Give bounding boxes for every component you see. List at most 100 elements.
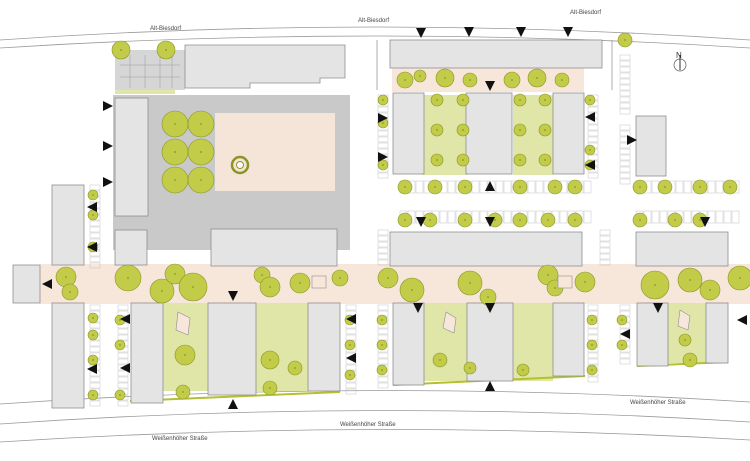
entrance-arrow-icon (485, 381, 495, 391)
parking-stall (599, 253, 611, 260)
tree-trunk-icon (92, 334, 94, 336)
parking-stall (707, 180, 716, 194)
tree-trunk-icon (684, 339, 686, 341)
building-plaza-south (210, 228, 338, 267)
trees (55, 32, 750, 401)
tree-trunk-icon (589, 99, 591, 101)
tree-trunk-icon (591, 344, 593, 346)
parking-stall (619, 178, 631, 185)
tree-trunk-icon (547, 274, 549, 276)
parking-stall (587, 124, 599, 131)
parking-stall (89, 220, 101, 227)
tree-trunk-icon (119, 344, 121, 346)
building-court-c3 (552, 302, 585, 377)
tree-trunk-icon (436, 129, 438, 131)
entrance-arrow-icon (585, 112, 595, 122)
tree-trunk-icon (639, 219, 641, 221)
tree-trunk-icon (519, 99, 521, 101)
tree-trunk-icon (419, 75, 421, 77)
tree-trunk-icon (119, 319, 121, 321)
entrance-arrow-icon (563, 27, 573, 37)
entrance-arrow-icon (378, 152, 388, 162)
parking-stall (495, 180, 504, 194)
parking-stall (587, 304, 599, 311)
building-far-west-north (51, 184, 85, 266)
tree-trunk-icon (429, 219, 431, 221)
tree-trunk-icon (404, 219, 406, 221)
tree-trunk-icon (519, 129, 521, 131)
building-court-a2 (465, 92, 513, 175)
tree-trunk-icon (381, 344, 383, 346)
building-bar-center (389, 231, 583, 267)
tree-trunk-icon (462, 99, 464, 101)
parking-stall (447, 210, 456, 224)
street-label-alt-biesdorf-west: Alt-Biesdorf (150, 26, 181, 32)
parking-stall (559, 210, 568, 224)
parking-stall (715, 180, 724, 194)
entrance-arrow-icon (346, 314, 356, 324)
parking-stall (587, 328, 599, 335)
parking-stall (377, 142, 389, 149)
building-west-plaza (114, 97, 149, 217)
entrance-arrow-icon (103, 101, 113, 111)
tree-trunk-icon (544, 129, 546, 131)
weissenhoeher-curb-outer (0, 429, 750, 443)
parking-stall (117, 400, 129, 407)
parking-stall (599, 247, 611, 254)
entrance-arrow-icon (103, 177, 113, 187)
entrance-arrow-icon (120, 314, 130, 324)
tree-trunk-icon (65, 276, 67, 278)
parking-stall (619, 54, 631, 61)
tree-trunk-icon (462, 129, 464, 131)
building-court-d2 (705, 302, 729, 364)
building-north-plaza (184, 44, 346, 89)
parking-stall (89, 346, 101, 353)
tree-icon (727, 265, 750, 291)
north-label: N (676, 51, 682, 60)
tree-trunk-icon (589, 149, 591, 151)
playground-icon (442, 311, 457, 334)
parking-stall (587, 172, 599, 179)
parking-stall (345, 328, 357, 335)
parking-stall (587, 106, 599, 113)
entrance-arrow-icon (700, 217, 710, 227)
parking-stall (599, 229, 611, 236)
parking-stall (89, 400, 101, 407)
parking-stall (415, 180, 424, 194)
entrance-arrow-icon (87, 242, 97, 252)
seating-icon (557, 275, 573, 289)
tree-trunk-icon (411, 289, 413, 291)
entrance-arrow-icon (416, 28, 426, 38)
parking-stall (659, 210, 668, 224)
street-label-alt-biesdorf-east: Alt-Biesdorf (570, 10, 601, 16)
parking-stall (89, 262, 101, 269)
tree-trunk-icon (654, 284, 656, 286)
tree-trunk-icon (699, 219, 701, 221)
parking-stall (471, 210, 480, 224)
entrance-arrow-icon (485, 217, 495, 227)
tree-trunk-icon (192, 286, 194, 288)
parking-stall (619, 142, 631, 149)
tree-trunk-icon (554, 186, 556, 188)
tree-trunk-icon (92, 359, 94, 361)
tree-trunk-icon (439, 359, 441, 361)
parking-stall (117, 382, 129, 389)
parking-stripes (120, 55, 180, 88)
parking-stall (345, 388, 357, 395)
parking-stall (377, 106, 389, 113)
parking-stall (89, 256, 101, 263)
tree-trunk-icon (200, 151, 202, 153)
parking-stall (619, 352, 631, 359)
tree-trunk-icon (519, 219, 521, 221)
tree-trunk-icon (469, 367, 471, 369)
building-court-a1 (392, 92, 425, 175)
playground-icons (175, 275, 691, 336)
tree-trunk-icon (381, 369, 383, 371)
tree-trunk-icon (269, 286, 271, 288)
parking-stall (377, 130, 389, 137)
building-court-c1 (392, 302, 425, 386)
tree-trunk-icon (165, 49, 167, 51)
parking-stall (117, 328, 129, 335)
tree-trunk-icon (382, 122, 384, 124)
parking-stall (599, 259, 611, 266)
